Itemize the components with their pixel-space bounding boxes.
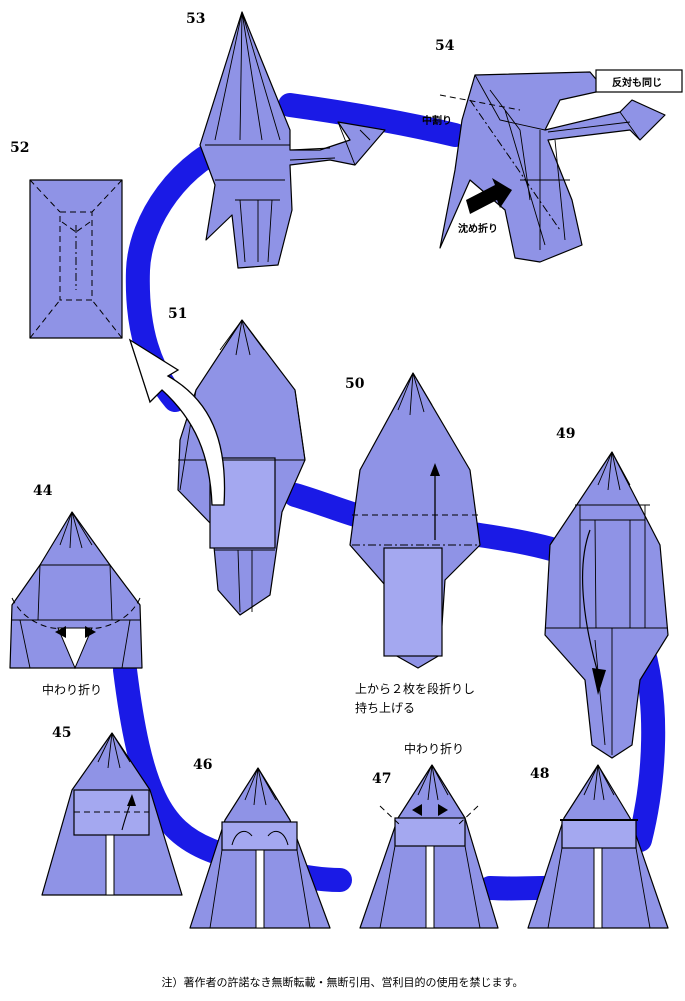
step-51-figure — [128, 319, 306, 616]
step-49-figure — [544, 451, 669, 759]
label-dan-line1: 上から２枚を段折りし — [355, 681, 475, 696]
step-44-figure — [9, 511, 143, 670]
label-nakawari-54: 中割り — [422, 114, 452, 127]
step-51-number: 51 — [168, 306, 187, 322]
step-52-figure — [29, 179, 123, 339]
step-50-number: 50 — [345, 376, 365, 392]
step-54-number: 54 — [435, 38, 455, 54]
step-45-number: 45 — [52, 725, 71, 741]
label-hantai-mo-onaji: 反対も同じ — [612, 76, 662, 89]
step-54-figure — [439, 69, 683, 263]
step-53-number: 53 — [186, 11, 205, 27]
step-50-figure — [349, 372, 481, 669]
copyright-notice: 注）著作者の許諾なき無断転載・無断引用、営利目的の使用を禁じます。 — [161, 976, 524, 989]
step-47-number: 47 — [372, 771, 391, 787]
step-53-figure — [199, 11, 386, 269]
step-49-number: 49 — [556, 426, 575, 442]
label-shizume-ori: 沈め折り — [458, 222, 498, 235]
step-46-figure — [189, 767, 331, 929]
step-47-figure — [359, 764, 499, 929]
step-46-number: 46 — [193, 757, 212, 773]
step-52-number: 52 — [10, 140, 29, 156]
step-48-number: 48 — [530, 766, 549, 782]
step-45-figure — [41, 732, 183, 896]
step-44-number: 44 — [33, 483, 53, 499]
label-nakawari-47: 中わり折り — [404, 741, 464, 756]
label-nakawari-44: 中わり折り — [42, 682, 102, 697]
step-48-figure — [527, 764, 669, 929]
label-dan-line2: 持ち上げる — [355, 700, 415, 715]
